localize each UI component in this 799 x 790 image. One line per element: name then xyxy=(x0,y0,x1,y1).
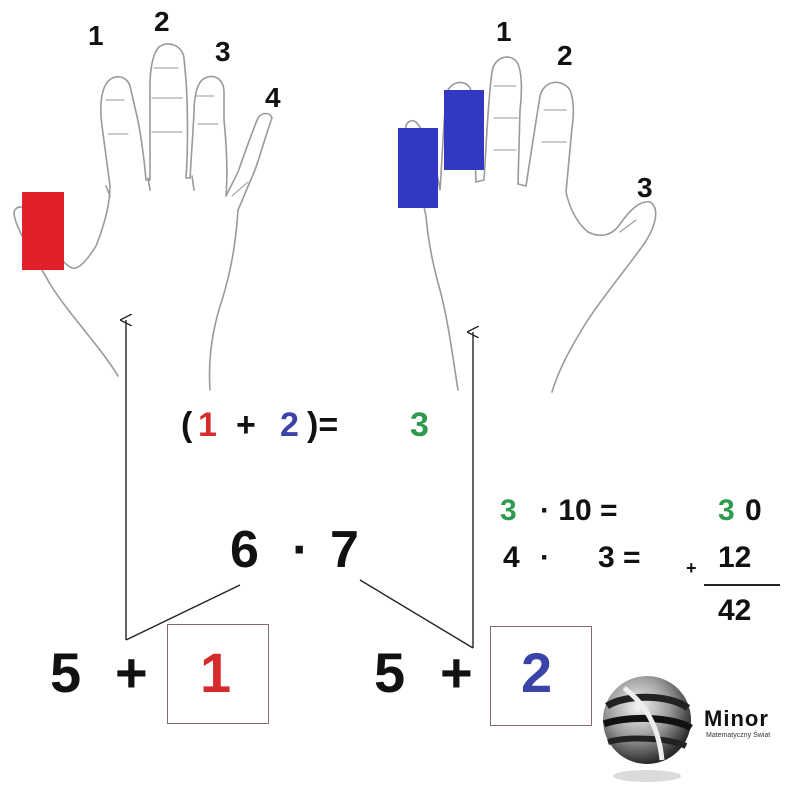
logo-name: Minor xyxy=(704,706,769,731)
left-decomp-plus: + xyxy=(115,641,148,704)
sum-result: 3 xyxy=(410,406,429,444)
right-finger-marker-1 xyxy=(398,128,438,208)
right-finger-number-2: 2 xyxy=(557,40,573,71)
left-decomp-base: 5 xyxy=(50,641,82,704)
connector-7 xyxy=(359,579,474,649)
left-finger-number-1: 1 xyxy=(88,20,104,51)
calc-row2-operand: 3 = xyxy=(598,541,641,574)
sum-term-a: 1 xyxy=(198,406,217,444)
calc-total: 42 xyxy=(718,594,752,627)
left-decomp-extra: 1 xyxy=(200,641,232,704)
sum-term-b: 2 xyxy=(280,406,299,444)
product-dot: · xyxy=(292,521,310,579)
right-decomp-plus: + xyxy=(440,641,473,704)
right-decomp-base: 5 xyxy=(374,641,406,704)
left-extra-box xyxy=(167,624,269,724)
calc-row2-factor: 4 xyxy=(503,541,520,574)
calc-row1-result-tens: 3 xyxy=(718,494,735,527)
right-decomp-extra: 2 xyxy=(521,641,553,704)
right-finger-marker-2 xyxy=(444,90,484,170)
calc-plus-sign: + xyxy=(686,558,697,578)
left-finger-number-4: 4 xyxy=(265,82,281,113)
right-hand-outline-icon xyxy=(404,56,657,393)
left-finger-number-2: 2 xyxy=(154,6,170,37)
sum-plus: + xyxy=(236,406,256,444)
globe-logo-icon xyxy=(602,676,693,782)
product-right-factor: 7 xyxy=(330,521,359,579)
calc-row2-dot: · xyxy=(540,541,550,574)
right-extra-box xyxy=(490,626,592,726)
calc-row2-result: 12 xyxy=(718,541,752,574)
logo-tagline: Matematyczny Świat xyxy=(706,732,771,739)
right-finger-number-1: 1 xyxy=(496,16,512,47)
sum-close-equals: )= xyxy=(307,406,339,444)
sum-open-paren: ( xyxy=(181,406,193,444)
product-left-factor: 6 xyxy=(230,521,259,579)
calc-row1-result-units: 0 xyxy=(745,494,762,527)
right-finger-number-3: 3 xyxy=(637,172,653,203)
connector-6 xyxy=(125,584,241,641)
left-finger-number-3: 3 xyxy=(215,36,231,67)
left-thumb-marker xyxy=(22,192,64,270)
calc-row1-factor: 3 xyxy=(500,494,517,527)
calc-row1-operation: · 10 = xyxy=(540,494,618,527)
